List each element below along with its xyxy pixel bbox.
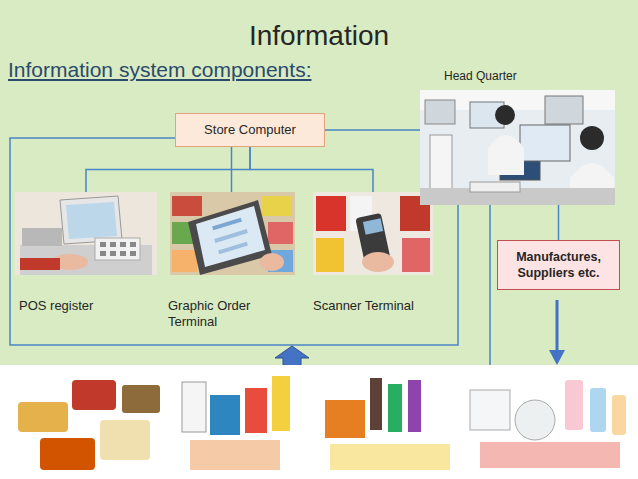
illustration-part (268, 222, 293, 244)
illustration-part (388, 384, 402, 432)
illustration-part (10, 138, 458, 345)
illustration-part (470, 182, 520, 192)
illustration-part (196, 206, 265, 267)
illustration-part (402, 238, 430, 272)
illustration-part (556, 300, 559, 352)
illustration-part (480, 442, 620, 468)
photo-node: Graphic Order Terminal (168, 192, 295, 330)
illustration-part (580, 126, 604, 150)
illustration-part (214, 229, 248, 243)
illustration-part (565, 380, 583, 430)
connector-line (558, 205, 560, 240)
illustration-part (420, 90, 615, 205)
illustration-part (15, 192, 157, 275)
illustration-part (325, 400, 365, 438)
illustration-part (330, 444, 450, 470)
photo-node: Head Quarter (420, 68, 615, 205)
illustration-part (590, 388, 606, 432)
caption-label: POS register (19, 298, 157, 314)
illustration-part (313, 192, 433, 275)
illustration-part (188, 200, 272, 275)
illustration-part (172, 250, 197, 272)
connector-line (86, 147, 250, 192)
box-label: Store Computer (204, 122, 296, 138)
illustration-part (430, 135, 452, 195)
illustration-part (363, 218, 383, 234)
illustration-part (612, 395, 626, 435)
illustration-part (245, 388, 267, 433)
illustration-part (172, 196, 202, 216)
illustration-part (488, 135, 524, 175)
connector-line (325, 129, 420, 131)
illustration-part (130, 251, 136, 256)
illustration-part (210, 395, 240, 435)
illustration-part (313, 192, 433, 275)
illustration-part (262, 196, 292, 216)
photo-node: POS register (15, 192, 157, 314)
illustration-part (120, 242, 126, 247)
illustration-part (370, 378, 382, 430)
illustration-part (20, 258, 60, 270)
illustration-part (95, 238, 140, 260)
illustration-part (110, 251, 116, 256)
illustration-part (0, 365, 638, 479)
illustration-part (18, 402, 68, 432)
illustration-part (100, 251, 106, 256)
illustration-part (520, 125, 570, 161)
process-box: Store Computer (175, 113, 325, 147)
illustration-part (120, 251, 126, 256)
illustration-part (549, 350, 565, 365)
photo-node: Scanner Terminal (313, 192, 433, 314)
caption-label: Head Quarter (444, 68, 615, 84)
illustration-part (130, 242, 136, 247)
connector-line (250, 147, 373, 192)
illustration-part (316, 238, 344, 272)
connector-line (231, 147, 233, 192)
illustration-part (470, 390, 510, 430)
illustration-part (515, 400, 555, 440)
illustration-part (110, 242, 116, 247)
illustration-part (22, 228, 62, 246)
illustration-part (260, 253, 284, 271)
illustration-part (275, 346, 309, 367)
illustration-part (212, 218, 242, 231)
caption-label: Graphic Order Terminal (168, 298, 278, 330)
illustration-part (72, 380, 116, 410)
illustration-part (316, 196, 346, 231)
illustration-part (182, 382, 206, 432)
illustration-part (408, 380, 421, 432)
illustration-part (420, 90, 615, 205)
illustration-part (272, 376, 290, 431)
illustration-part (190, 440, 280, 470)
slide-title: Information (0, 20, 638, 52)
illustration-part (170, 192, 295, 275)
illustration-part (60, 196, 122, 244)
illustration-part (362, 252, 394, 272)
illustration-part (218, 242, 248, 255)
process-box: Manufactures, Suppliers etc. (497, 240, 620, 290)
illustration-part (0, 365, 638, 479)
section-heading: Information system components: (8, 58, 311, 82)
caption-label: Scanner Terminal (313, 298, 433, 314)
illustration-part (15, 192, 157, 275)
illustration-part (545, 96, 583, 124)
box-label: Manufactures, Suppliers etc. (504, 249, 613, 281)
illustration-part (66, 202, 117, 239)
illustration-part (100, 420, 150, 460)
illustration-part (170, 192, 295, 275)
illustration-part (122, 385, 160, 413)
illustration-part (495, 105, 515, 125)
illustration-part (489, 205, 491, 365)
illustration-part (40, 438, 95, 470)
illustration-part (100, 242, 106, 247)
illustration-part (425, 100, 455, 124)
